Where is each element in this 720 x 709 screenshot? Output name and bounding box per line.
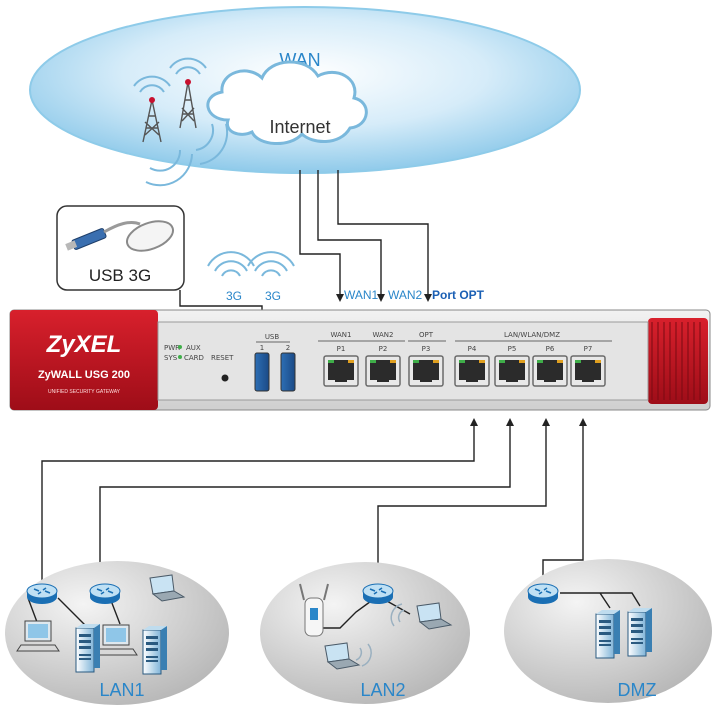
ethernet-port-p7[interactable]: [570, 355, 606, 387]
cell-tower-icon: [133, 57, 229, 187]
port-p3-label: P3: [422, 345, 431, 353]
ethernet-port-p6[interactable]: [532, 355, 568, 387]
usb-port-2[interactable]: [280, 352, 296, 392]
model-tagline: UNIFIED SECURITY GATEWAY: [48, 389, 121, 395]
router-icon: [89, 583, 121, 605]
ethernet-port-p3[interactable]: [408, 355, 444, 387]
port-p6-label: P6: [546, 345, 555, 353]
brand-logo: ZyXEL: [46, 331, 122, 358]
port-p1-label: P1: [337, 345, 346, 353]
port-label-wan1: WAN1: [344, 288, 379, 302]
ethernet-port-p5[interactable]: [494, 355, 530, 387]
port-p7-label: P7: [584, 345, 593, 353]
port-p2-label: P2: [379, 345, 388, 353]
led-label-pwr: PWR: [164, 344, 180, 352]
port-label-wan2: WAN2: [388, 288, 423, 302]
internet-label: Internet: [269, 117, 330, 137]
ethernet-port-p1[interactable]: [323, 355, 359, 387]
hdr-lan: LAN/WLAN/DMZ: [504, 331, 560, 339]
wireless-icon: [207, 251, 295, 277]
led-label-sys: SYS: [164, 354, 178, 362]
server-icon: [627, 607, 653, 657]
access-point-icon: [299, 583, 329, 637]
tower-pc-icon: [142, 625, 168, 675]
port-p4-label: P4: [468, 345, 477, 353]
usb-port-label-2: 2: [286, 344, 290, 352]
led-label-card: CARD: [184, 354, 204, 362]
hdr-opt: OPT: [419, 331, 434, 339]
usb-port-1[interactable]: [254, 352, 270, 392]
usb-modem-icon: [65, 220, 174, 252]
led-label-aux: AUX: [186, 344, 201, 352]
usb-3g-label: USB 3G: [89, 266, 151, 285]
router-icon: [362, 583, 394, 605]
zone-label-dmz: DMZ: [618, 680, 657, 700]
wan-links: [299, 170, 429, 300]
wireless-label-left: 3G: [226, 289, 242, 303]
model-name: ZyWALL USG 200: [38, 369, 130, 381]
server-icon: [595, 609, 621, 659]
ethernet-port-p2[interactable]: [365, 355, 401, 387]
zone-label-lan2: LAN2: [360, 680, 405, 700]
port-label-opt: Port OPT: [432, 288, 485, 302]
zone-label-lan1: LAN1: [99, 680, 144, 700]
tower-pc-icon: [75, 623, 101, 673]
reset-label: RESET: [211, 354, 234, 362]
usb-header: USB: [265, 333, 280, 341]
router-icon: [527, 583, 559, 605]
port-p5-label: P5: [508, 345, 517, 353]
ethernet-port-p4[interactable]: [454, 355, 490, 387]
hdr-wan1: WAN1: [330, 331, 351, 339]
internet-cloud-icon: [206, 60, 368, 146]
reset-button[interactable]: [221, 374, 229, 382]
wireless-label-right: 3G: [265, 289, 281, 303]
router-icon: [26, 583, 58, 605]
usb-port-label-1: 1: [260, 344, 264, 352]
hdr-wan2: WAN2: [372, 331, 393, 339]
